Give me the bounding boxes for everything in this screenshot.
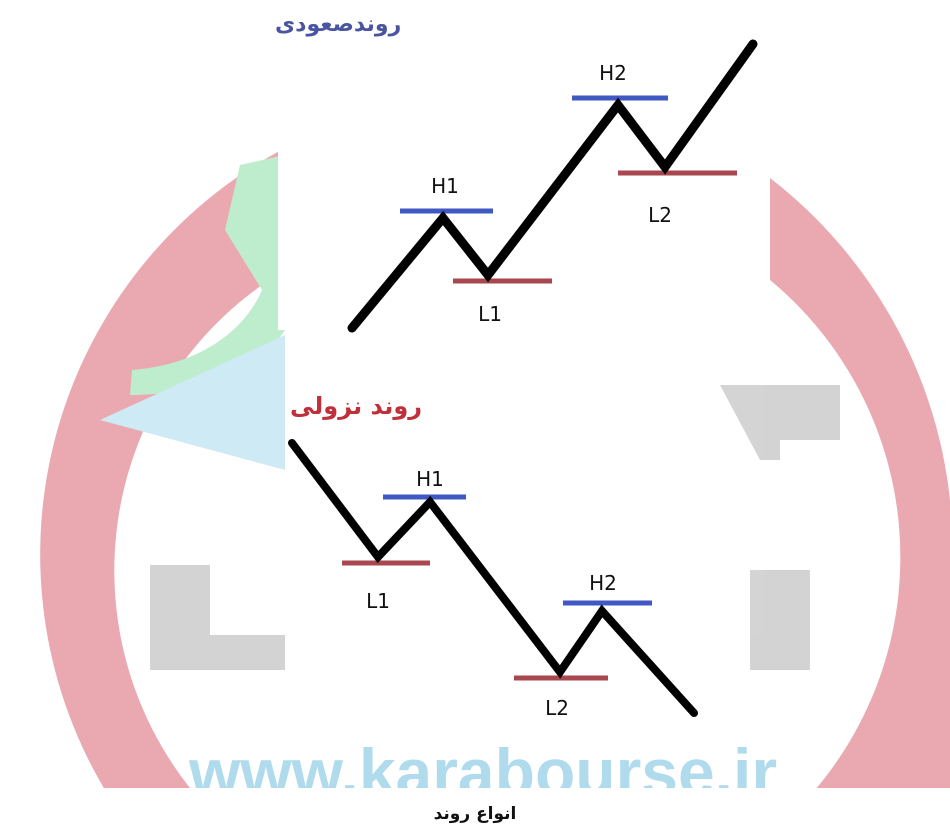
watermark-ring [40, 148, 285, 800]
downtrend-l2-label: L2 [545, 696, 569, 720]
figure-caption: انواع روند [433, 804, 517, 824]
downtrend-h1-label: H1 [416, 467, 444, 491]
downtrend-diagram: H1 L1 H2 L2 [288, 439, 698, 720]
downtrend-l1-label: L1 [366, 589, 390, 613]
watermark-wedge [100, 335, 285, 470]
watermark-ring-right [770, 178, 950, 790]
uptrend-diagram: H1 L1 H2 L2 [347, 39, 758, 333]
uptrend-l1-label: L1 [478, 302, 502, 326]
watermark-glyph [750, 570, 810, 670]
content-panel [285, 330, 710, 400]
downtrend-h2-label: H2 [589, 571, 617, 595]
uptrend-h1-label: H1 [431, 174, 459, 198]
downtrend-price-line [288, 439, 698, 717]
watermark-glyph [720, 385, 840, 460]
watermark-arrow [130, 155, 285, 395]
uptrend-h2-label: H2 [599, 61, 627, 85]
caption-panel [100, 788, 950, 836]
watermark-glyph [150, 565, 285, 670]
uptrend-price-line [347, 39, 758, 333]
downtrend-title: روند نزولی [290, 392, 423, 420]
content-panel [278, 0, 770, 330]
uptrend-title: روندصعودی [275, 12, 402, 37]
uptrend-l2-label: L2 [648, 203, 672, 227]
content-panel [285, 395, 700, 725]
